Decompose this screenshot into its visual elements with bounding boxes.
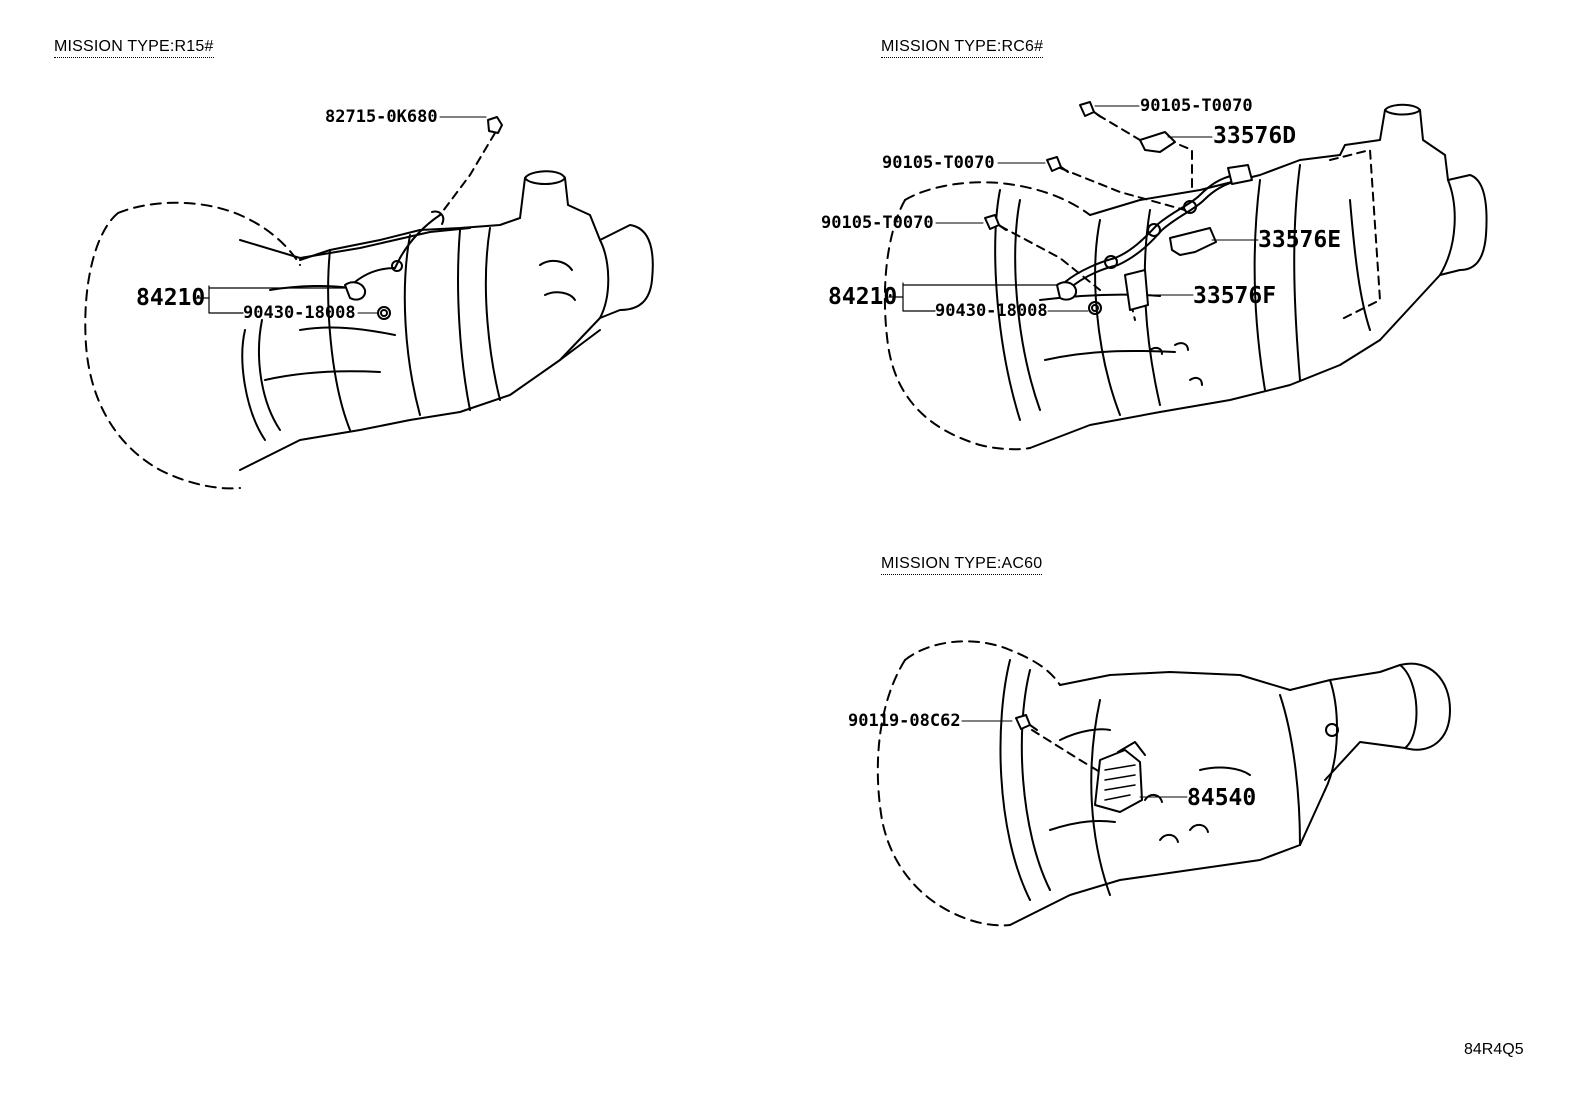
diagram-code: 84R4Q5: [1464, 1041, 1524, 1058]
part-label-82715-0k680[interactable]: 82715-0K680: [325, 107, 438, 127]
section-title-rc6: MISSION TYPE:RC6#: [881, 38, 1044, 58]
part-label-33576e[interactable]: 33576E: [1258, 227, 1342, 253]
part-label-84210-rc6[interactable]: 84210: [828, 284, 898, 310]
part-label-90119-08c62[interactable]: 90119-08C62: [848, 711, 961, 731]
part-label-90105-t0070-middle[interactable]: 90105-T0070: [882, 153, 995, 173]
part-label-90105-t0070-lower[interactable]: 90105-T0070: [821, 213, 934, 233]
ac60-transmission-drawing: [876, 640, 1451, 927]
section-title-ac60: MISSION TYPE:AC60: [881, 555, 1043, 575]
part-label-84540[interactable]: 84540: [1187, 785, 1257, 811]
part-label-33576d[interactable]: 33576D: [1213, 123, 1297, 149]
part-label-90105-t0070-top[interactable]: 90105-T0070: [1140, 96, 1253, 116]
part-label-90430-18008-r15[interactable]: 90430-18008: [243, 303, 356, 323]
rc6-transmission-drawing: [883, 101, 1488, 451]
part-label-33576f[interactable]: 33576F: [1193, 283, 1277, 309]
section-title-r15: MISSION TYPE:R15#: [54, 38, 214, 58]
part-label-84210-r15[interactable]: 84210: [136, 285, 206, 311]
r15-transmission-drawing: [84, 116, 654, 490]
part-label-90430-18008-rc6[interactable]: 90430-18008: [935, 301, 1048, 321]
